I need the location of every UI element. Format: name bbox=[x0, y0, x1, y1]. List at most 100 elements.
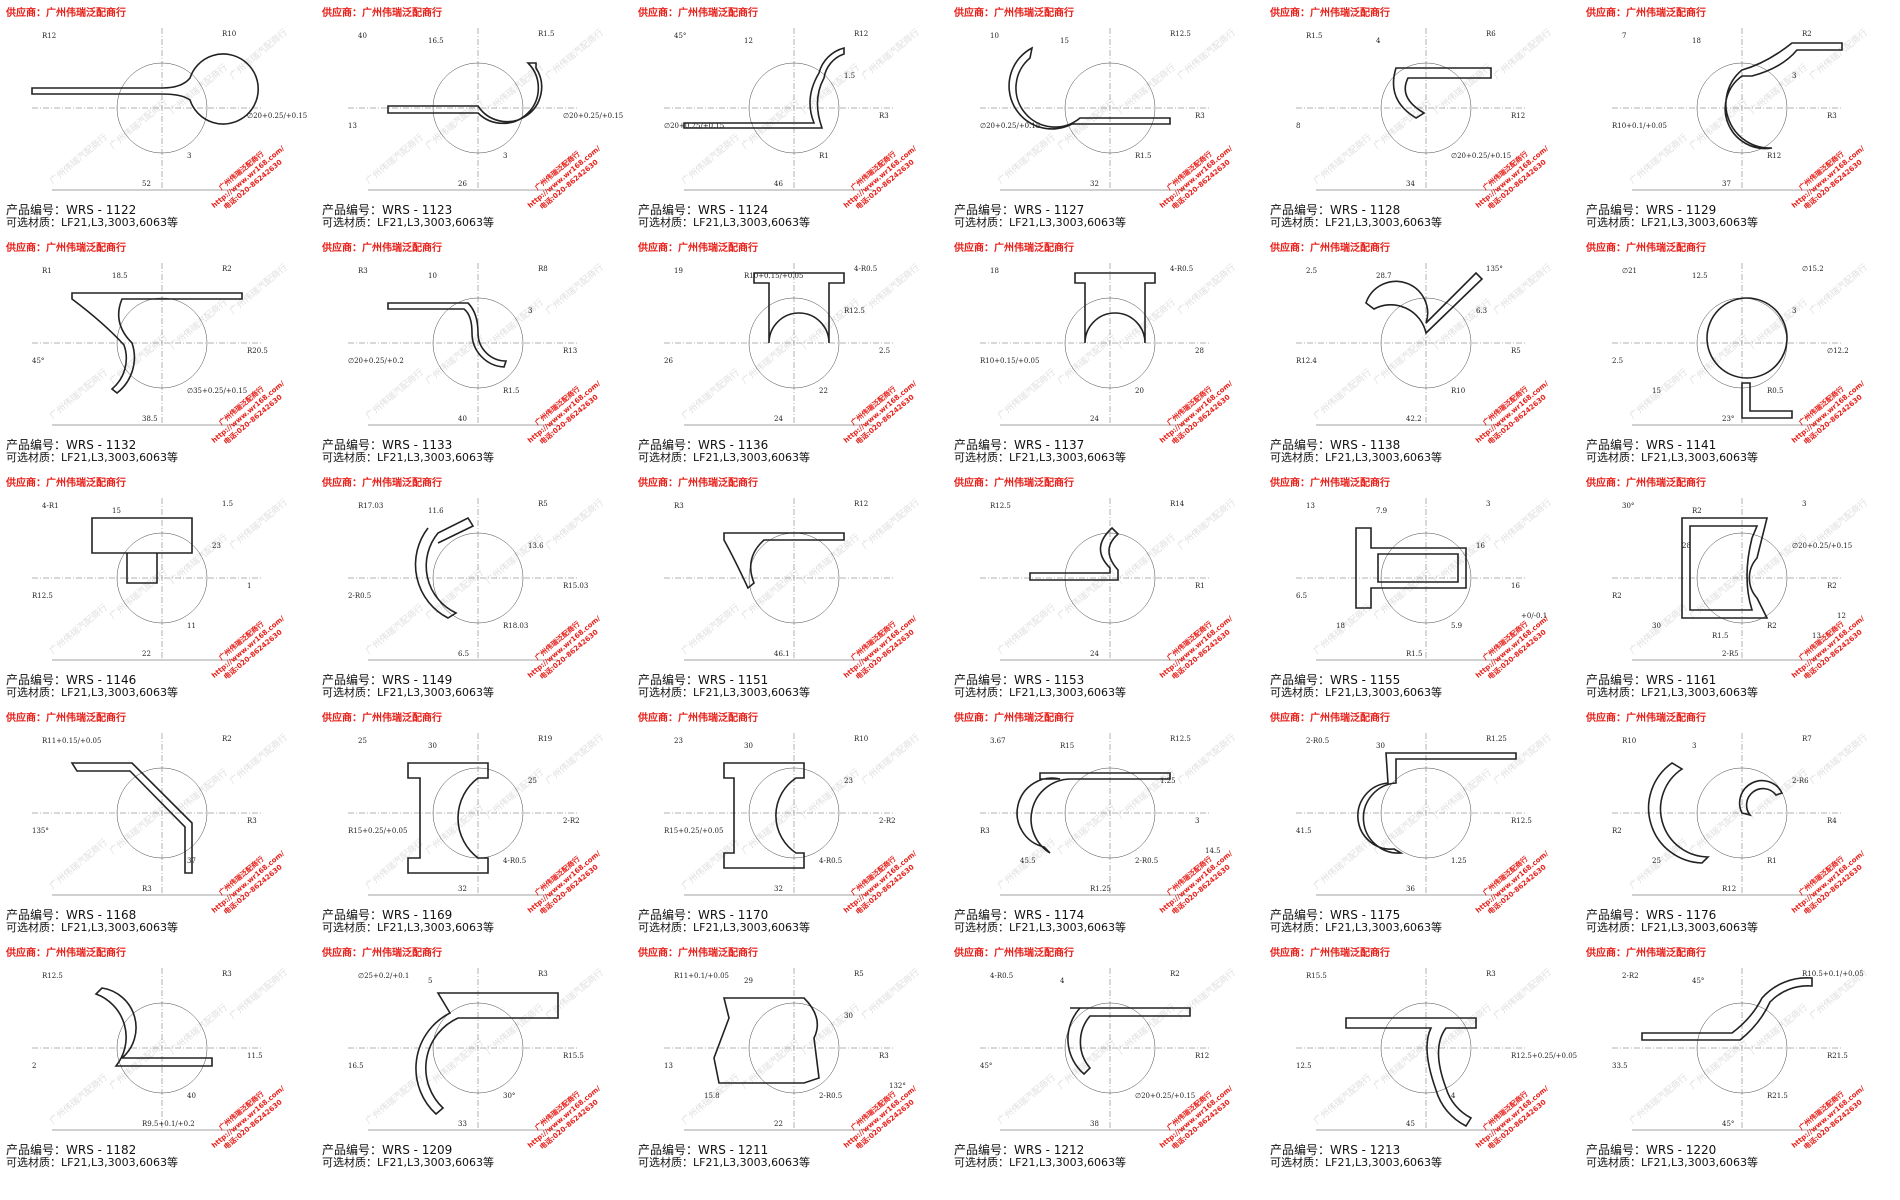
profile-outline bbox=[1008, 46, 1171, 130]
profile-outline bbox=[407, 762, 489, 874]
product-card: 广州伟瑞汽配商行广州伟瑞汽配商行广州伟瑞汽配商行广州伟瑞汽配商行供应商：广州伟瑞… bbox=[318, 2, 634, 237]
supplier-label: 供应商：广州伟瑞泛配商行 bbox=[6, 713, 126, 724]
dimension-label: ∅15.2 bbox=[1802, 265, 1824, 273]
supplier-label: 供应商：广州伟瑞泛配商行 bbox=[954, 8, 1074, 19]
dimension-label: 23 bbox=[212, 542, 221, 550]
product-code: 产品编号：WRS - 1132 bbox=[6, 438, 137, 452]
product-card: 广州伟瑞汽配商行广州伟瑞汽配商行广州伟瑞汽配商行广州伟瑞汽配商行供应商：广州伟瑞… bbox=[1582, 942, 1898, 1177]
dimension-label: R12 bbox=[854, 30, 868, 38]
dimension-label: 2-R0.5 bbox=[819, 1092, 842, 1100]
dimension-label: R12.5 bbox=[32, 592, 53, 600]
dimension-label: 5 bbox=[428, 977, 432, 985]
dimension-label: R3 bbox=[222, 970, 232, 978]
dimension-label: 13 bbox=[1812, 632, 1821, 640]
dimension-label: 11.5 bbox=[247, 1052, 263, 1060]
supplier-label: 供应商：广州伟瑞泛配商行 bbox=[6, 243, 126, 254]
product-code: 产品编号：WRS - 1149 bbox=[322, 673, 453, 687]
supplier-label: 供应商：广州伟瑞泛配商行 bbox=[954, 948, 1074, 959]
product-code: 产品编号：WRS - 1155 bbox=[1270, 673, 1401, 687]
profile-outline bbox=[94, 987, 213, 1067]
profile-outline bbox=[1355, 527, 1467, 609]
product-material: 可选材质：LF21,L3,3003,6063等 bbox=[1270, 921, 1443, 934]
dimension-label: 6.5 bbox=[1296, 592, 1307, 600]
reference-circle bbox=[116, 767, 208, 859]
product-card: 广州伟瑞汽配商行广州伟瑞汽配商行广州伟瑞汽配商行广州伟瑞汽配商行供应商：广州伟瑞… bbox=[950, 2, 1266, 237]
dimension-label: R3 bbox=[538, 970, 548, 978]
dimension-label: 28 bbox=[1682, 542, 1691, 550]
dimension-label: R21.5 bbox=[1827, 1052, 1848, 1060]
dimension-label: 45° bbox=[32, 357, 44, 365]
supplier-label: 供应商：广州伟瑞泛配商行 bbox=[1586, 948, 1706, 959]
dimension-label: 37 bbox=[1722, 180, 1731, 188]
supplier-label: 供应商：广州伟瑞泛配商行 bbox=[1586, 478, 1706, 489]
dimension-label: R1.5 bbox=[1406, 650, 1422, 658]
dimension-label: R6 bbox=[1486, 30, 1496, 38]
supplier-label: 供应商：广州伟瑞泛配商行 bbox=[638, 243, 758, 254]
profile-outline bbox=[713, 997, 820, 1084]
dimension-label: 37 bbox=[187, 857, 196, 865]
product-card: 广州伟瑞汽配商行广州伟瑞汽配商行广州伟瑞汽配商行广州伟瑞汽配商行供应商：广州伟瑞… bbox=[2, 707, 318, 942]
product-card: 广州伟瑞汽配商行广州伟瑞汽配商行广州伟瑞汽配商行广州伟瑞汽配商行供应商：广州伟瑞… bbox=[2, 942, 318, 1177]
product-code: 产品编号：WRS - 1133 bbox=[322, 438, 453, 452]
dimension-label: 24 bbox=[1090, 650, 1099, 658]
dimension-label: R12.5 bbox=[990, 502, 1011, 510]
dimension-label: 4-R1 bbox=[42, 502, 59, 510]
product-material: 可选材质：LF21,L3,3003,6063等 bbox=[322, 451, 495, 464]
dimension-label: 3 bbox=[528, 307, 532, 315]
reference-circle bbox=[1064, 1002, 1156, 1094]
dimension-label: R1.5 bbox=[1306, 32, 1322, 40]
dimension-label: R15 bbox=[1060, 742, 1074, 750]
dimension-label: R12.5+0.25/+0.05 bbox=[1511, 1052, 1577, 1060]
reference-circle bbox=[432, 62, 524, 154]
dimension-label: 33 bbox=[458, 1120, 467, 1128]
supplier-label: 供应商：广州伟瑞泛配商行 bbox=[1586, 8, 1706, 19]
supplier-label: 供应商：广州伟瑞泛配商行 bbox=[6, 8, 126, 19]
reference-circle bbox=[1380, 297, 1472, 389]
product-material: 可选材质：LF21,L3,3003,6063等 bbox=[954, 451, 1127, 464]
dimension-label: R12.5 bbox=[1170, 30, 1191, 38]
reference-circle bbox=[432, 532, 524, 624]
product-material: 可选材质：LF21,L3,3003,6063等 bbox=[638, 451, 811, 464]
profile-outline bbox=[414, 516, 475, 619]
dimension-label: 2-R5 bbox=[1722, 650, 1739, 658]
supplier-label: 供应商：广州伟瑞泛配商行 bbox=[638, 713, 758, 724]
dimension-label: 18 bbox=[1692, 37, 1701, 45]
dimension-label: 16.5 bbox=[428, 37, 444, 45]
dimension-label: 30 bbox=[1652, 622, 1661, 630]
dimension-label: 4-R0.5 bbox=[990, 972, 1013, 980]
dimension-label: R12.5 bbox=[1511, 817, 1532, 825]
supplier-label: 供应商：广州伟瑞泛配商行 bbox=[6, 478, 126, 489]
dimension-label: 45 bbox=[1406, 1120, 1415, 1128]
supplier-label: 供应商：广州伟瑞泛配商行 bbox=[1270, 243, 1390, 254]
dimension-label: R11+0.1/+0.05 bbox=[674, 972, 729, 980]
product-material: 可选材质：LF21,L3,3003,6063等 bbox=[954, 216, 1127, 229]
dimension-label: 45° bbox=[980, 1062, 992, 1070]
dimension-label: 2.5 bbox=[1612, 357, 1623, 365]
dimension-label: 3 bbox=[1195, 817, 1199, 825]
dimension-label: 4 bbox=[1376, 37, 1381, 45]
supplier-label: 供应商：广州伟瑞泛配商行 bbox=[1586, 243, 1706, 254]
dimension-label: R15.5 bbox=[1306, 972, 1327, 980]
profile-outline bbox=[1345, 1017, 1477, 1128]
profile-outline bbox=[753, 272, 845, 344]
dimension-label: 7.9 bbox=[1376, 507, 1387, 515]
product-code: 产品编号：WRS - 1176 bbox=[1586, 908, 1717, 922]
dimension-label: 32 bbox=[1090, 180, 1099, 188]
product-card: 广州伟瑞汽配商行广州伟瑞汽配商行广州伟瑞汽配商行广州伟瑞汽配商行供应商：广州伟瑞… bbox=[318, 237, 634, 472]
reference-circle bbox=[748, 1002, 840, 1094]
dimension-label: 2-R2 bbox=[879, 817, 896, 825]
dimension-label: 3 bbox=[1802, 500, 1806, 508]
dimension-label: 18 bbox=[990, 267, 999, 275]
